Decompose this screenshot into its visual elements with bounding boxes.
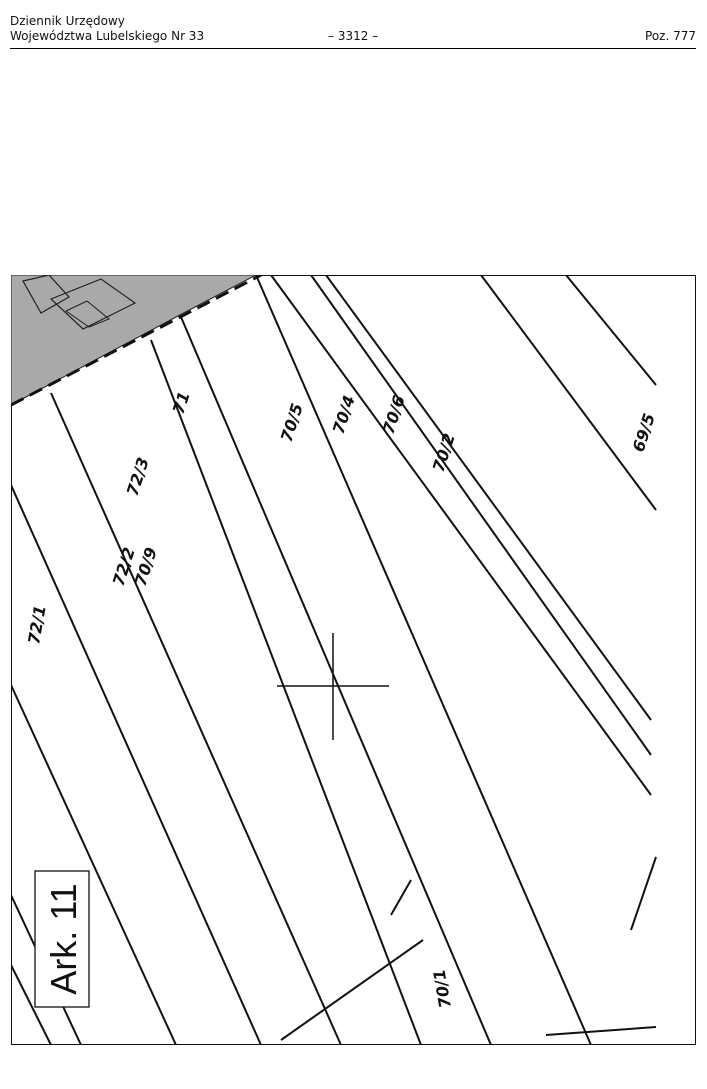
- parcel-line: [280, 939, 424, 1041]
- parcel-line: [310, 275, 652, 756]
- sheet-label-box: [34, 870, 90, 1008]
- journal-title-line1: Dziennik Urzędowy: [10, 14, 125, 28]
- parcel-line: [270, 275, 652, 796]
- parcel-line: [11, 484, 262, 1045]
- parcel-line: [150, 339, 422, 1045]
- cadastral-map: 72/1 72/2 70/9 72/3 71 70/5 70/4 70/6 70…: [11, 275, 696, 1045]
- position-number: Poz. 777: [645, 29, 696, 43]
- parcel-line: [545, 1026, 657, 1036]
- parcel-line: [180, 316, 492, 1045]
- map-canvas: 72/1 72/2 70/9 72/3 71 70/5 70/4 70/6 70…: [11, 275, 696, 1045]
- area-boundary: [11, 275, 262, 407]
- journal-title: Dziennik Urzędowy Województwa Lubelskieg…: [10, 14, 204, 44]
- parcel-line: [630, 856, 657, 931]
- page-header: Dziennik Urzędowy Województwa Lubelskieg…: [10, 14, 696, 49]
- sheet-label: Ark. 11: [43, 883, 84, 994]
- building-outline: [49, 278, 137, 330]
- building-outline: [22, 275, 70, 314]
- parcel-line: [390, 879, 412, 916]
- page-number: – 3312 –: [328, 29, 379, 43]
- journal-title-line2: Województwa Lubelskiego Nr 33: [10, 29, 205, 43]
- parcel-line: [565, 275, 657, 386]
- building-outline: [65, 300, 110, 328]
- parcel-lines: [11, 275, 657, 1045]
- parcel-line: [255, 275, 592, 1045]
- parcel-line: [11, 684, 177, 1045]
- map-frame: [11, 275, 696, 1045]
- parcel-line: [50, 392, 342, 1045]
- parcel-line: [11, 964, 52, 1045]
- parcel-line: [325, 275, 652, 721]
- survey-cross: [277, 633, 389, 740]
- parcel-line: [480, 275, 657, 511]
